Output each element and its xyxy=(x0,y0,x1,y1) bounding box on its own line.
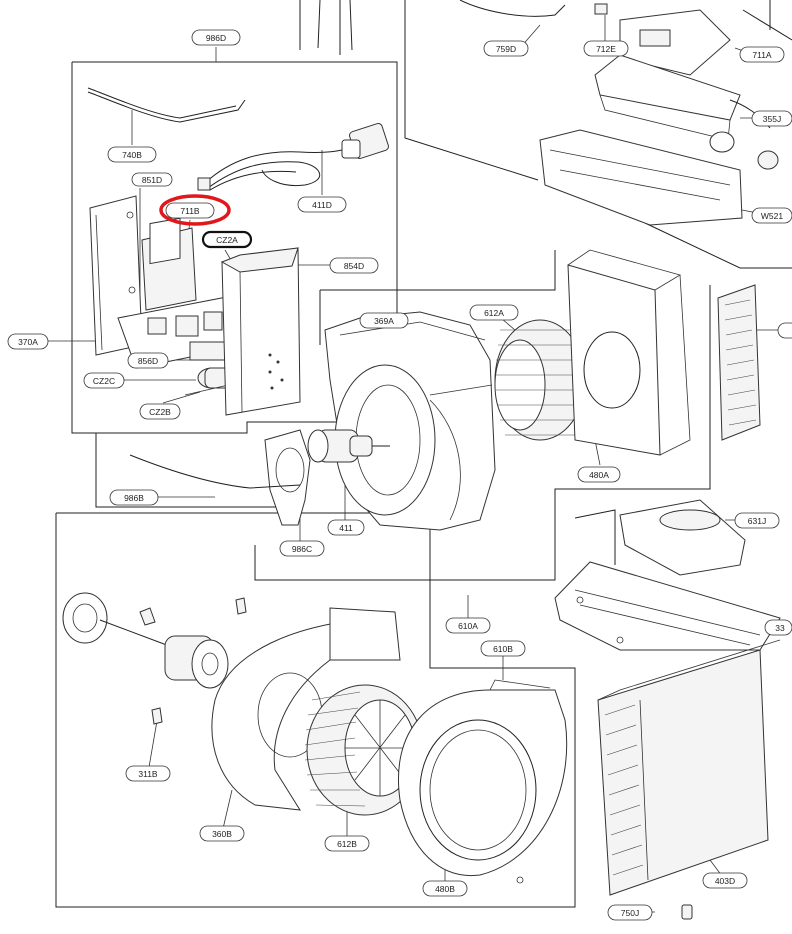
blower-group-b xyxy=(62,592,568,892)
label-355j: 355J xyxy=(763,114,781,124)
label-403d: 403D xyxy=(715,876,735,886)
label-370a: 370A xyxy=(18,337,38,347)
motor-411-shape xyxy=(307,429,390,463)
label-369a: 369A xyxy=(374,316,394,326)
label-711a: 711A xyxy=(752,50,772,60)
label-740b: 740B xyxy=(122,150,142,160)
label-360b: 360B xyxy=(212,829,232,839)
top-right-group xyxy=(299,0,779,226)
housing-360b-shape xyxy=(211,614,396,811)
part-labels: 986D 740B 411D 851D 711B CZ2A 854D 370A … xyxy=(7,29,792,921)
blower-housing-group xyxy=(129,249,761,531)
label-986c: 986C xyxy=(292,544,312,554)
label-411d: 411D xyxy=(312,200,332,210)
label-411: 411 xyxy=(339,523,353,533)
drain-pan-w521-shape xyxy=(539,129,743,226)
label-610b: 610B xyxy=(493,644,513,654)
label-480a: 480A xyxy=(589,470,609,480)
label-854d: 854D xyxy=(344,261,364,271)
label-610a: 610A xyxy=(458,621,478,631)
label-612a: 612A xyxy=(484,308,504,318)
label-480b: 480B xyxy=(435,884,455,894)
wire-harness-411d-shape xyxy=(197,122,389,191)
label-311b: 311B xyxy=(138,769,158,779)
blower-wheel-612a-shape xyxy=(494,319,586,441)
cover-854d-shape xyxy=(221,247,301,416)
label-cz2b: CZ2B xyxy=(149,407,171,417)
label-711b: 711B xyxy=(180,206,200,216)
bottom-right-group xyxy=(554,499,781,920)
label-cz2c: CZ2C xyxy=(93,376,115,386)
orifice-480b-shape xyxy=(398,689,568,877)
label-w521: W521 xyxy=(761,211,783,221)
orifice-480a-shape xyxy=(567,264,661,456)
coil-403d-shape xyxy=(597,649,769,896)
label-851d: 851D xyxy=(142,175,162,185)
label-33: 33 xyxy=(775,623,785,633)
label-986d: 986D xyxy=(206,33,226,43)
label-856d: 856D xyxy=(138,356,158,366)
pipe-740b-shape xyxy=(87,91,246,123)
label-986b: 986B xyxy=(124,493,144,503)
control-box-group xyxy=(87,87,389,416)
label-612b: 612B xyxy=(337,839,357,849)
highlight-circle xyxy=(159,194,231,226)
label-750j: 750J xyxy=(621,908,639,918)
label-631j: 631J xyxy=(748,516,766,526)
label-cz2a: CZ2A xyxy=(216,235,238,245)
motor-311b-shape xyxy=(164,635,229,689)
label-759d: 759D xyxy=(496,44,516,54)
label-712e: 712E xyxy=(596,44,616,54)
